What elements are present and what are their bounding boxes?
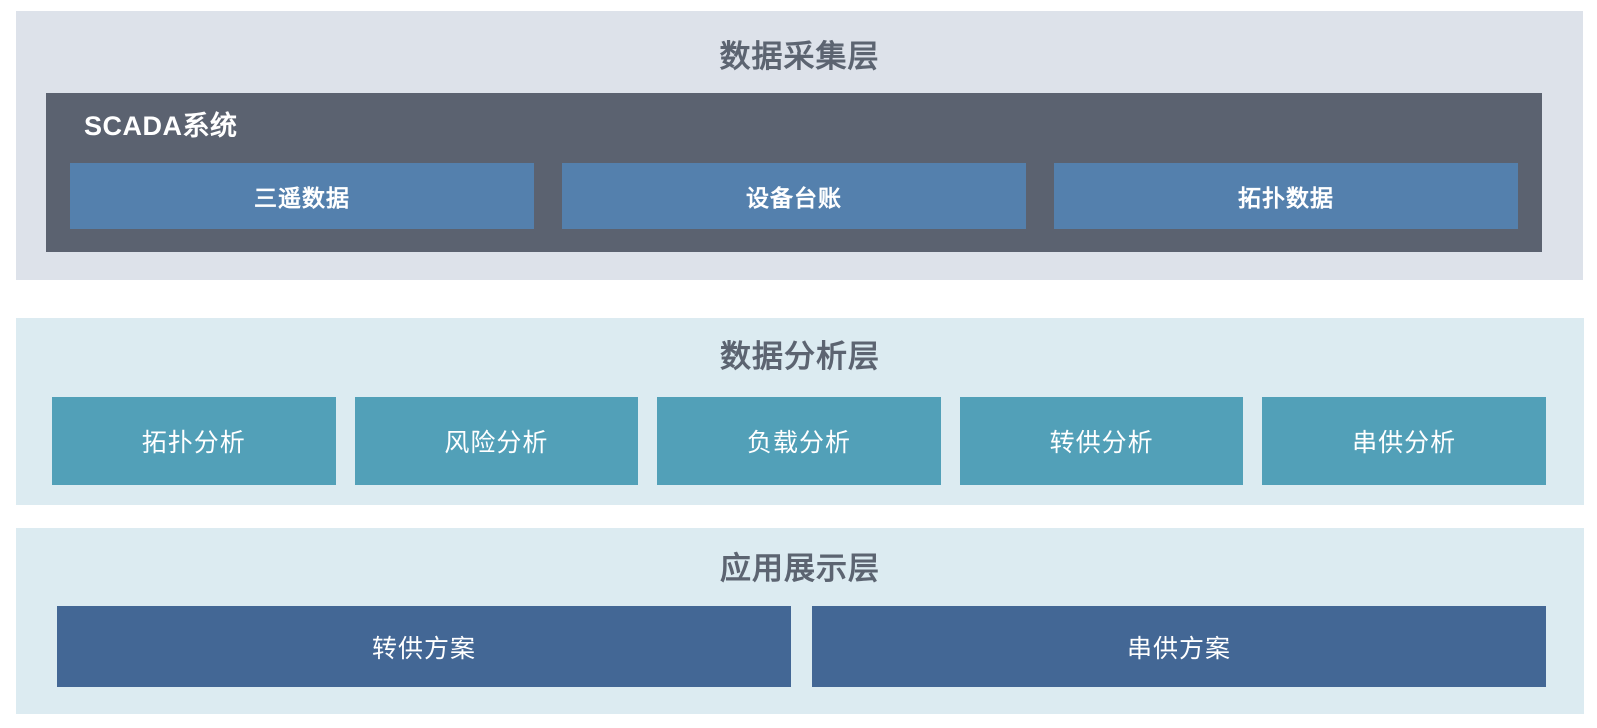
analysis-item-series-supply[interactable]: 串供分析 (1262, 397, 1546, 485)
layer-data-collection: 数据采集层 SCADA系统 三遥数据 设备台账 拓扑数据 (16, 11, 1583, 280)
collection-item-list: 三遥数据 设备台账 拓扑数据 (70, 163, 1518, 229)
layer-application-presentation: 应用展示层 转供方案 串供方案 (16, 528, 1584, 714)
application-item-list: 转供方案 串供方案 (57, 606, 1546, 687)
scada-system-group: SCADA系统 三遥数据 设备台账 拓扑数据 (46, 93, 1542, 252)
collection-item-topology-data[interactable]: 拓扑数据 (1054, 163, 1518, 229)
analysis-item-list: 拓扑分析 风险分析 负载分析 转供分析 串供分析 (52, 397, 1546, 485)
application-item-series-supply-plan[interactable]: 串供方案 (812, 606, 1546, 687)
collection-item-equipment-ledger[interactable]: 设备台账 (562, 163, 1026, 229)
layer-data-analysis: 数据分析层 拓扑分析 风险分析 负载分析 转供分析 串供分析 (16, 318, 1584, 505)
analysis-item-risk[interactable]: 风险分析 (354, 397, 639, 485)
analysis-item-topology[interactable]: 拓扑分析 (52, 397, 336, 485)
scada-system-title: SCADA系统 (84, 111, 238, 141)
layer-analysis-title: 数据分析层 (720, 339, 880, 374)
layer-application-title: 应用展示层 (720, 551, 880, 586)
application-item-transfer-supply-plan[interactable]: 转供方案 (57, 606, 791, 687)
analysis-item-transfer-supply[interactable]: 转供分析 (959, 397, 1244, 485)
layer-collection-title: 数据采集层 (719, 39, 880, 74)
analysis-item-load[interactable]: 负载分析 (657, 397, 941, 485)
collection-item-three-remote[interactable]: 三遥数据 (70, 163, 534, 229)
